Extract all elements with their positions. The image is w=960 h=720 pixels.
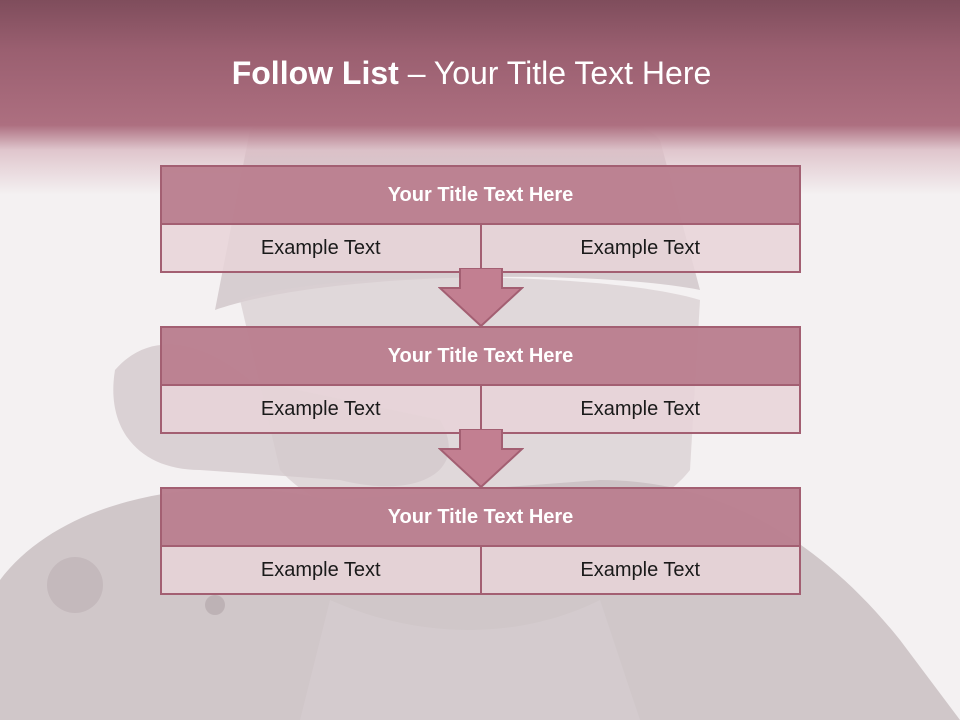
step-block-3: Your Title Text Here Example Text Exampl… <box>160 487 801 595</box>
step-right-text: Example Text <box>580 237 701 259</box>
header-band <box>0 0 960 195</box>
step-left-text: Example Text <box>162 225 482 271</box>
step-left-text: Example Text <box>162 547 482 593</box>
step-block-1: Your Title Text Here Example Text Exampl… <box>160 165 801 273</box>
step-title: Your Title Text Here <box>162 328 799 386</box>
slide-title-bold: Follow List <box>231 55 399 91</box>
step-block-2: Your Title Text Here Example Text Exampl… <box>160 326 801 434</box>
step-row: Example Text Example Text <box>162 547 799 593</box>
slide-title: Follow List – Your Title Text Here <box>0 55 943 92</box>
down-arrow-icon <box>438 268 524 328</box>
down-arrow-icon <box>438 429 524 489</box>
step-title: Your Title Text Here <box>162 167 799 225</box>
step-right-text: Example Text <box>580 559 701 581</box>
slide-title-rest: – Your Title Text Here <box>398 55 712 91</box>
step-row: Example Text Example Text <box>162 386 799 432</box>
step-row: Example Text Example Text <box>162 225 799 271</box>
step-right-text: Example Text <box>580 398 701 420</box>
step-left-text: Example Text <box>162 386 482 432</box>
step-title: Your Title Text Here <box>162 489 799 547</box>
